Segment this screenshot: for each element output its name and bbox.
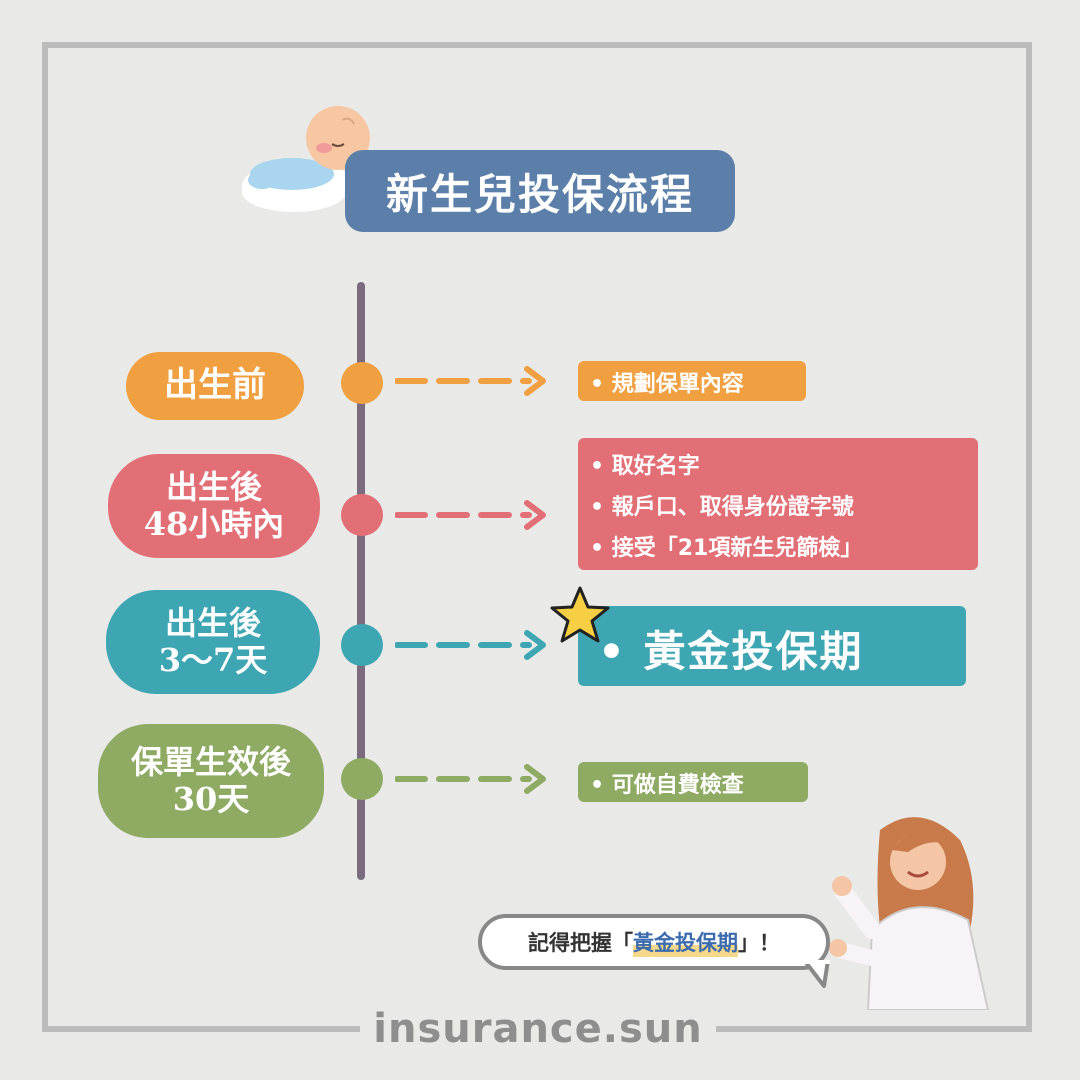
- note-item: • 報戶口、取得身份證字號: [590, 495, 854, 520]
- note-box: • 取好名字 • 報戶口、取得身份證字號 • 接受「21項新生兒篩檢」: [578, 438, 978, 570]
- timeline-line: [357, 282, 365, 880]
- golden-period-box: • 黃金投保期: [578, 606, 966, 686]
- footer-gap: [360, 1018, 716, 1048]
- speech-tail: [802, 960, 830, 988]
- stage-before-birth: 出生前: [126, 352, 304, 420]
- woman-pointing-illustration: [829, 817, 990, 1010]
- timeline-dot: [341, 362, 383, 404]
- arrow-right-icon: [395, 630, 546, 660]
- note-item: • 規劃保單內容: [590, 372, 744, 397]
- reminder-suffix: 」！: [738, 931, 780, 955]
- note-box: • 可做自費檢查: [578, 762, 808, 802]
- stage-after-policy-30days: 保單生效後 30天: [98, 724, 324, 838]
- brand-footer: insurance.sun: [373, 1006, 703, 1052]
- reminder-bubble: 記得把握「 黃金投保期 」！: [478, 914, 830, 970]
- stage-after-birth-3-7days: 出生後 3～7天: [106, 590, 320, 694]
- timeline-dot: [341, 494, 383, 536]
- arrow-right-icon: [395, 366, 546, 396]
- stage-label: 保單生效後: [130, 743, 291, 782]
- stage-label: 出生後: [164, 604, 261, 643]
- timeline-dot: [341, 758, 383, 800]
- reminder-prefix: 記得把握「: [528, 931, 633, 955]
- note-box: • 規劃保單內容: [578, 361, 806, 401]
- stage-label: 出生後: [165, 468, 262, 507]
- stage-label: 3～7天: [158, 641, 268, 679]
- timeline-dot: [341, 624, 383, 666]
- stage-label: 30天: [172, 780, 250, 818]
- arrow-right-icon: [395, 764, 546, 794]
- stage-label: 出生前: [164, 365, 266, 406]
- stage-label: 48小時內: [143, 505, 285, 543]
- reminder-highlight: 黃金投保期: [633, 927, 738, 957]
- note-item: • 取好名字: [590, 454, 700, 479]
- baby-icon: [242, 106, 370, 212]
- note-item: • 黃金投保期: [598, 627, 864, 676]
- page-title: 新生兒投保流程: [345, 150, 735, 232]
- star-icon: [550, 586, 610, 643]
- note-item: • 可做自費檢查: [590, 773, 744, 798]
- stage-after-birth-48h: 出生後 48小時內: [108, 454, 320, 558]
- arrow-right-icon: [395, 500, 546, 530]
- note-item: • 接受「21項新生兒篩檢」: [590, 536, 863, 561]
